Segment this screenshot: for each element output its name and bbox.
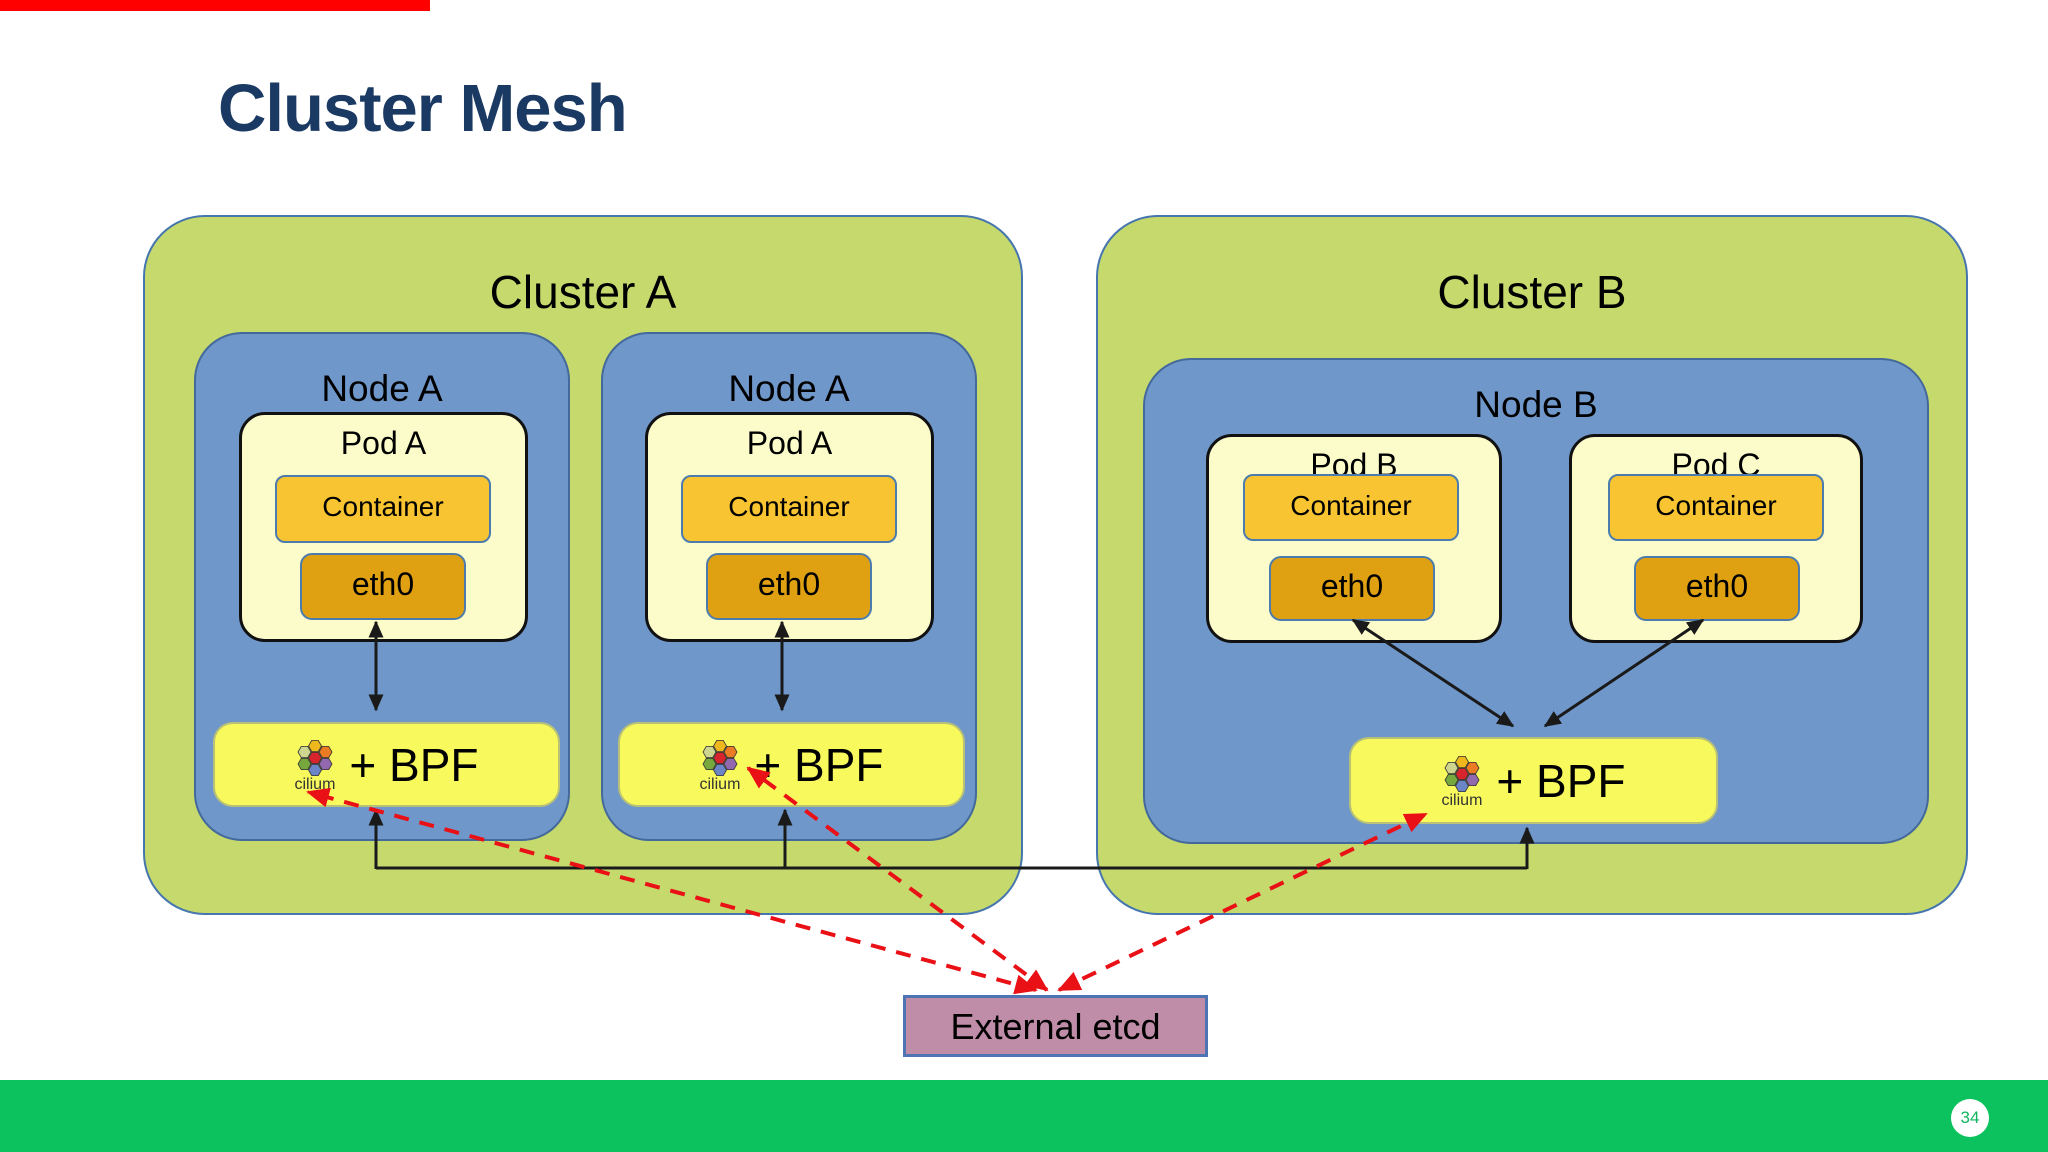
pod-a2-box: Pod A Container eth0 [645,412,934,642]
cluster-b-box: Cluster B Node B Pod B Container eth0 Po… [1096,215,1968,915]
pod-b-box: Pod B Container eth0 [1206,434,1502,643]
node-b-agent-label: + BPF [1496,754,1626,807]
pod-a2-eth0: eth0 [706,553,872,620]
cilium-logo-label: cilium [1441,792,1483,809]
node-a2-box: Node A Pod A Container eth0 cilium + BPF [601,332,977,841]
slide-title: Cluster Mesh [218,71,628,146]
pod-b-container: Container [1243,474,1459,541]
footer-bar [0,1080,2048,1152]
cilium-logo-label: cilium [294,776,336,793]
node-a2-agent-label: + BPF [754,738,884,791]
pod-b-eth0: eth0 [1269,556,1435,621]
cilium-logo-label: cilium [699,776,741,793]
node-a1-label: Node A [321,368,443,409]
node-a1-box: Node A Pod A Container eth0 cilium + BPF [194,332,570,841]
cilium-logo-icon [702,740,738,776]
cilium-logo-icon [1444,756,1480,792]
node-a1-agent-box: cilium + BPF [213,722,560,807]
node-a2-label: Node A [728,368,850,409]
node-b-box: Node B Pod B Container eth0 Pod C Contai… [1143,358,1929,844]
video-progress-bar [0,0,430,11]
page-number-badge: 34 [1951,1099,1989,1137]
pod-a2-container: Container [681,475,897,543]
cluster-b-label: Cluster B [1437,266,1627,318]
node-b-label: Node B [1474,384,1598,425]
cluster-a-box: Cluster A Node A Pod A Container eth0 ci… [143,215,1023,915]
external-etcd-box: External etcd [903,995,1208,1057]
node-b-agent-box: cilium + BPF [1349,737,1718,824]
pod-c-container: Container [1608,474,1824,541]
pod-c-box: Pod C Container eth0 [1569,434,1863,643]
cilium-logo-block: cilium [699,740,741,793]
cilium-logo-block: cilium [294,740,336,793]
pod-a1-eth0: eth0 [300,553,466,620]
cilium-logo-icon [297,740,333,776]
cluster-a-label: Cluster A [489,266,677,318]
cilium-logo-block: cilium [1441,756,1483,809]
pod-c-eth0: eth0 [1634,556,1800,621]
node-a2-agent-box: cilium + BPF [618,722,965,807]
pod-a2-label: Pod A [746,425,833,461]
node-a1-agent-label: + BPF [349,738,479,791]
pod-a1-box: Pod A Container eth0 [239,412,528,642]
pod-a1-container: Container [275,475,491,543]
pod-a1-label: Pod A [340,425,427,461]
